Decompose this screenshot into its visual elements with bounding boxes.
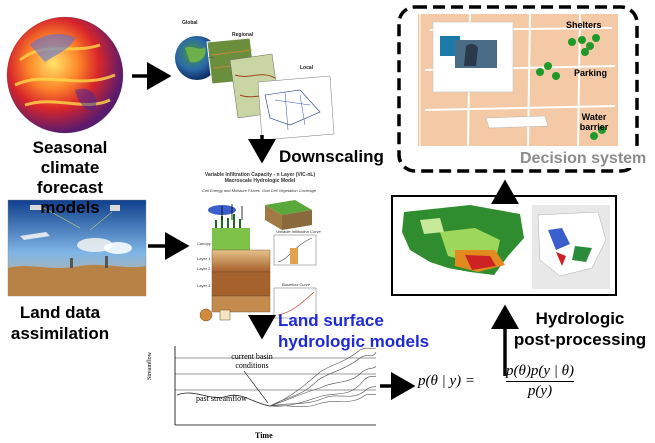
- past-streamflow-annotation: past streamflow: [196, 394, 247, 403]
- land-assimilation-image: [7, 199, 147, 297]
- decision-system-box: [397, 5, 639, 173]
- vic-title: Variable Infiltration Capacity - n Layer…: [196, 172, 324, 184]
- water-barrier-line2: barrier: [579, 122, 609, 132]
- baseflow-curve-label: Baseflow Curve: [282, 282, 311, 287]
- land-surface-line2: hydrologic models: [278, 332, 430, 351]
- flow-arrows: [132, 62, 519, 400]
- water-barrier-line1: Water: [581, 112, 607, 122]
- seasonal-climate-line1: Seasonal climate: [32, 138, 108, 177]
- vic-title-line1: Variable Infiltration Capacity - n Layer…: [204, 172, 316, 178]
- hydrologic-line2: post-processing: [513, 330, 647, 349]
- variable-infiltration-label: Variable Infiltration Curve: [276, 229, 321, 234]
- vic-model-image: [196, 195, 320, 325]
- regional-panel-label: Regional: [232, 32, 254, 38]
- bayes-numerator: p(θ)p(y | θ): [506, 363, 574, 379]
- layer2-label: Layer 2: [197, 266, 211, 271]
- hydrologic-postprocessing-label: Hydrologic post-processing: [510, 308, 650, 350]
- seasonal-climate-line2: forecast models: [36, 178, 104, 217]
- bayes-denominator: p(y): [527, 383, 553, 399]
- grid-cell-vegetation-label: Grid Cell Vegetation Coverage: [262, 188, 317, 193]
- land-surface-label: Land surface hydrologic models: [278, 310, 429, 352]
- land-data-label: Land data assimilation: [5, 302, 115, 344]
- parking-label: Parking: [574, 68, 608, 78]
- shelters-label: Shelters: [566, 20, 602, 30]
- layer1-label: Layer 1: [197, 256, 211, 261]
- local-panel-label: Local: [300, 65, 314, 71]
- layer3-label: Layer 3: [197, 283, 211, 288]
- land-surface-line1: Land surface: [278, 311, 384, 330]
- hydrologic-line1: Hydrologic: [535, 309, 625, 328]
- current-basin-line2: conditions: [235, 361, 269, 370]
- streamflow-plot: [158, 344, 378, 428]
- vic-title-line2: Macroscale Hydrologic Model: [224, 178, 296, 184]
- hydrologic-maps-image: [391, 195, 617, 296]
- bayes-equation-fraction: p(θ)p(y | θ) p(y): [500, 362, 580, 400]
- current-basin-line1: current basin: [231, 352, 273, 361]
- climate-globe-image: [6, 16, 124, 134]
- land-data-line2: assimilation: [10, 324, 110, 343]
- water-barrier-label: Water barrier: [574, 112, 614, 132]
- bayes-equation-lhs: p(θ | y) =: [418, 373, 476, 389]
- downscaling-label: Downscaling: [279, 147, 384, 166]
- decision-system-label: Decision system: [518, 150, 649, 168]
- fraction-bar: [506, 381, 574, 382]
- canopy-label: Canopy: [197, 241, 211, 246]
- downscaling-image: [175, 36, 335, 141]
- streamflow-xlabel: Time: [255, 431, 273, 440]
- land-data-line1: Land data: [19, 303, 101, 322]
- current-basin-annotation: current basin conditions: [217, 352, 287, 370]
- streamflow-ylabel: Streamflow: [147, 352, 153, 380]
- cell-energy-label: Cell Energy and Moisture Fluxes: [202, 188, 260, 193]
- seasonal-climate-label: Seasonal climate forecast models: [5, 138, 135, 218]
- global-panel-label: Global: [182, 20, 198, 26]
